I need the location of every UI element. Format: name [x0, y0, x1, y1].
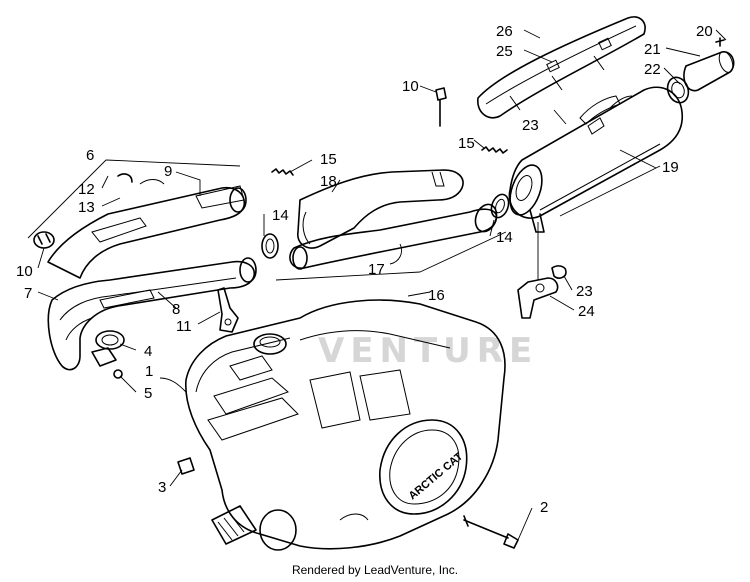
rear-pipe-gaskets	[271, 146, 510, 219]
callout-10-front: 10	[16, 263, 33, 280]
callout-9: 9	[164, 163, 172, 180]
callout-5: 5	[144, 385, 152, 402]
front-pipe-bracket	[217, 287, 239, 333]
callout-14-right: 14	[496, 229, 513, 246]
front-flange-gasket	[91, 330, 125, 379]
callout-25: 25	[496, 43, 513, 60]
callout-2: 2	[540, 499, 548, 516]
group-lines	[27, 159, 661, 281]
callout-11: 11	[176, 318, 192, 335]
callout-13: 13	[78, 199, 95, 216]
callout-21: 21	[644, 41, 661, 58]
render-credit: Rendered by LeadVenture, Inc.	[291, 563, 459, 577]
muffler-mount-bracket	[517, 222, 567, 319]
muffler	[508, 86, 684, 233]
callout-23-upper: 23	[522, 117, 539, 134]
engine-plug	[177, 457, 195, 475]
engine-brand-text: ARCTIC CAT	[407, 450, 466, 502]
engine-bolt	[463, 515, 519, 549]
callout-16: 16	[428, 287, 445, 304]
callout-18: 18	[320, 173, 337, 190]
callout-3: 3	[158, 479, 166, 496]
callout-26: 26	[496, 23, 513, 40]
callout-8: 8	[172, 301, 180, 318]
callout-17: 17	[368, 261, 385, 278]
callout-7: 7	[24, 285, 32, 302]
callout-10-rear: 10	[402, 78, 419, 95]
callout-labels: 1 2 3 4 5 6 7 8 9 10 10 11 12 13 14 14 1…	[16, 23, 713, 516]
leader-lines	[37, 29, 727, 541]
callout-1: 1	[145, 363, 153, 380]
rear-head-pipe	[289, 169, 498, 270]
callout-22: 22	[644, 61, 661, 78]
callout-6: 6	[86, 147, 94, 164]
rear-pipe-bolt	[435, 87, 447, 127]
heat-shield	[477, 16, 646, 119]
callout-19: 19	[662, 159, 679, 176]
front-head-pipe	[47, 173, 257, 371]
callout-4: 4	[144, 343, 152, 360]
spark-arrestor	[666, 37, 735, 104]
callout-12: 12	[78, 181, 95, 198]
callout-15-right: 15	[458, 135, 475, 152]
callout-14-left: 14	[272, 207, 289, 224]
callout-15-left: 15	[320, 151, 337, 168]
callout-24: 24	[578, 303, 595, 320]
callout-20: 20	[696, 23, 713, 40]
callout-23-lower: 23	[576, 283, 593, 300]
